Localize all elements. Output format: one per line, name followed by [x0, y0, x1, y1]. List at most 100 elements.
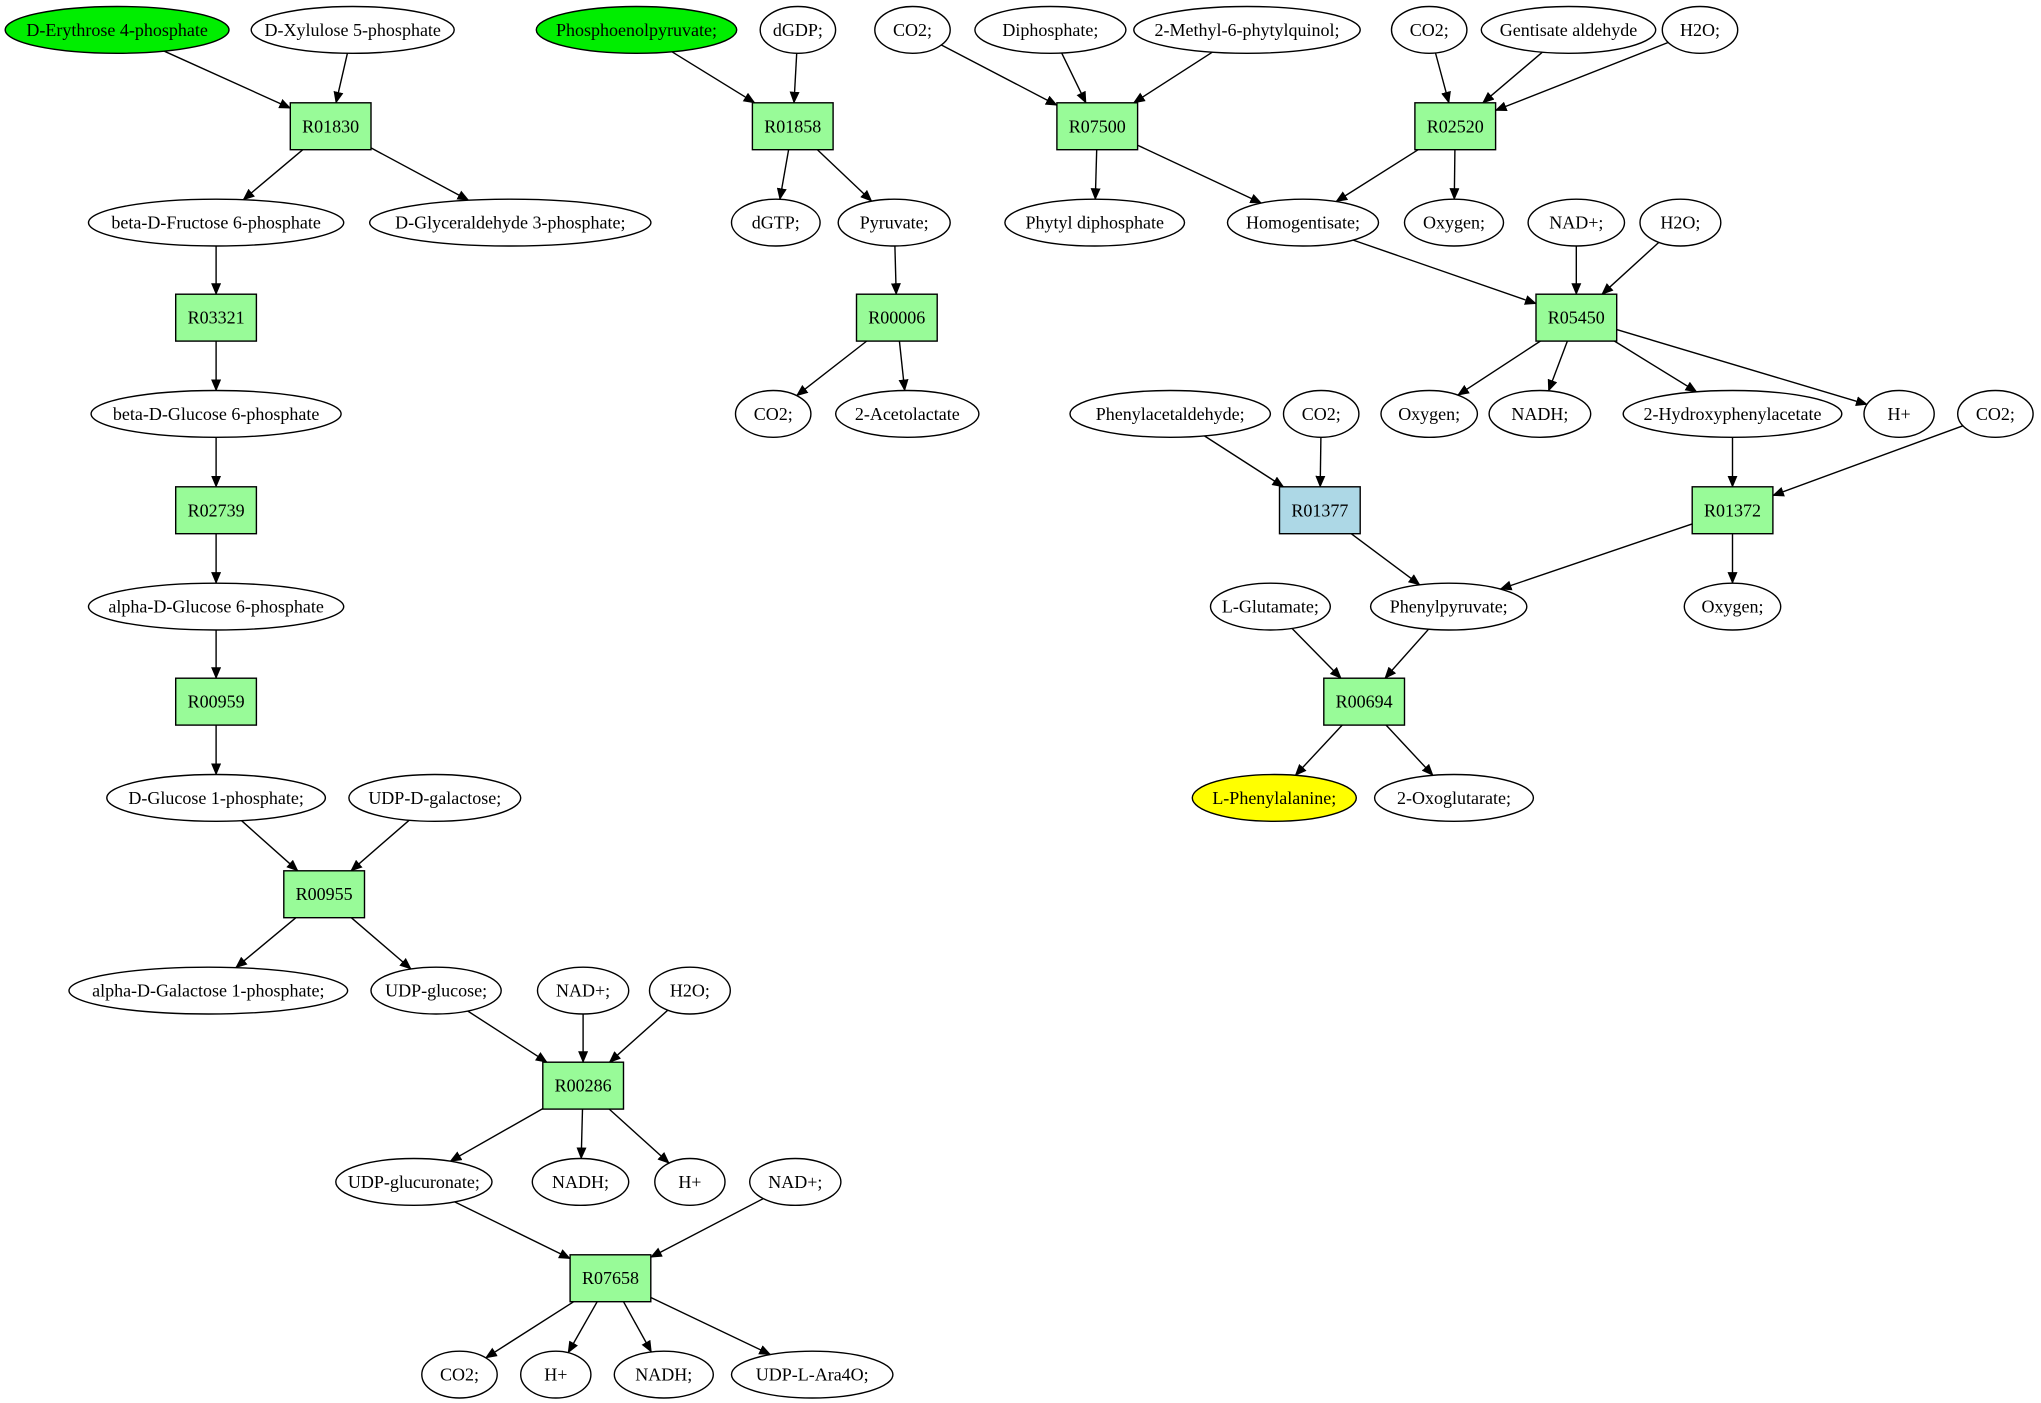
node-label: Gentisate aldehyde: [1500, 20, 1637, 40]
compound-ellipse: [87, 582, 345, 631]
node-label: Phytyl diphosphate: [1025, 213, 1164, 233]
node-label: H2O;: [1680, 20, 1720, 40]
compound-node-c49: UDP-L-Ara4O;: [730, 1350, 894, 1399]
edge-r14-to-c42: [449, 1107, 544, 1162]
edge-r7-to-c25: [1457, 340, 1541, 396]
compound-node-c22: 2-Acetolactate: [835, 389, 980, 438]
compound-node-c13: dGTP;: [730, 198, 821, 247]
node-label: R01830: [302, 116, 359, 136]
node-label: R01377: [1291, 500, 1348, 520]
node-label: R07500: [1069, 116, 1126, 136]
node-label: alpha-D-Glucose 6-phosphate: [108, 597, 323, 617]
compound-ellipse: [535, 5, 738, 54]
edge-c6-to-r3: [1061, 52, 1087, 104]
compound-node-c1: D-Erythrose 4-phosphate: [4, 5, 230, 54]
node-label: NADH;: [552, 1172, 609, 1192]
compound-node-c18: NAD+;: [1527, 198, 1626, 247]
node-label: R01372: [1704, 500, 1761, 520]
compound-ellipse: [1683, 582, 1782, 631]
compound-node-c39: UDP-glucose;: [370, 966, 502, 1015]
compound-node-c31: L-Glutamate;: [1209, 582, 1332, 631]
node-label: dGDP;: [773, 20, 823, 40]
compound-ellipse: [368, 198, 652, 247]
compound-ellipse: [974, 5, 1127, 54]
compound-ellipse: [1373, 773, 1535, 822]
node-label: Oxygen;: [1423, 213, 1485, 233]
compound-node-c34: D-Glucose 1-phosphate;: [106, 773, 327, 822]
node-label: Oxygen;: [1398, 404, 1460, 424]
edge-r4-to-c16: [1335, 149, 1419, 203]
compound-node-c6: Diphosphate;: [974, 5, 1127, 54]
compound-node-c25: Oxygen;: [1380, 389, 1479, 438]
edge-c35-to-r13: [350, 819, 410, 872]
compound-ellipse: [1403, 198, 1505, 247]
node-label: H2O;: [1660, 213, 1700, 233]
edge-r1-to-c12: [370, 147, 470, 201]
node-label: CO2;: [893, 20, 932, 40]
compound-ellipse: [1209, 582, 1332, 631]
edge-r4-to-c17: [1449, 149, 1460, 201]
compound-ellipse: [730, 1350, 894, 1399]
compound-ellipse: [1191, 773, 1358, 822]
compound-node-c23: Phenylacetaldehyde;: [1069, 389, 1272, 438]
reaction-box: [542, 1061, 625, 1110]
node-label: UDP-D-galactose;: [368, 788, 501, 808]
edge-c4-to-r2: [789, 53, 800, 104]
node-label: R00959: [188, 692, 245, 712]
reaction-node-r15: R07658: [569, 1254, 652, 1303]
compound-ellipse: [531, 1157, 630, 1206]
compound-node-c44: H+: [654, 1157, 726, 1206]
compound-node-c20: beta-D-Glucose 6-phosphate: [90, 389, 342, 438]
edge-c1-to-r1: [164, 50, 292, 109]
compound-ellipse: [1004, 198, 1186, 247]
compound-node-c29: CO2;: [1957, 389, 2034, 438]
node-label: NADH;: [635, 1365, 692, 1385]
compound-ellipse: [654, 1157, 726, 1206]
compound-ellipse: [749, 1157, 842, 1206]
node-label: Homogentisate;: [1246, 213, 1360, 233]
edge-c34-to-r13: [241, 820, 299, 872]
node-label: R01858: [764, 116, 821, 136]
edge-r2-to-c13: [776, 149, 790, 201]
compound-node-c27: 2-Hydroxyphenylacetate: [1622, 389, 1843, 438]
compound-ellipse: [1390, 5, 1468, 54]
node-label: L-Glutamate;: [1222, 597, 1319, 617]
compound-ellipse: [1069, 389, 1272, 438]
compound-node-c42: UDP-glucuronate;: [335, 1157, 493, 1206]
compound-node-c24: CO2;: [1282, 389, 1360, 438]
reaction-box: [289, 102, 372, 151]
compound-ellipse: [1639, 198, 1722, 247]
reaction-node-r2: R01858: [751, 102, 834, 151]
compound-node-c40: NAD+;: [536, 966, 630, 1015]
reaction-box: [1414, 102, 1497, 151]
node-label: Phenylpyruvate;: [1390, 597, 1508, 617]
reaction-box: [1691, 486, 1774, 535]
node-label: 2-Acetolactate: [855, 404, 960, 424]
node-label: R02520: [1427, 116, 1484, 136]
node-label: CO2;: [440, 1365, 479, 1385]
node-label: NAD+;: [768, 1172, 822, 1192]
compound-ellipse: [1380, 389, 1479, 438]
node-label: Phenylacetaldehyde;: [1096, 404, 1245, 424]
node-label: H+: [678, 1172, 701, 1192]
compound-node-c12: D-Glyceraldehyde 3-phosphate;: [368, 198, 652, 247]
edge-r9-to-c32: [1350, 533, 1421, 586]
reaction-node-r6: R00006: [855, 293, 938, 342]
edge-c8-to-r4: [1434, 52, 1451, 104]
node-label: NAD+;: [556, 981, 610, 1001]
compound-ellipse: [734, 389, 812, 438]
node-label: CO2;: [754, 404, 793, 424]
edge-r7-to-c27: [1613, 340, 1698, 393]
edges-layer: [164, 41, 1964, 1359]
edge-c39-to-r14: [467, 1010, 548, 1063]
node-label: alpha-D-Galactose 1-phosphate;: [92, 981, 324, 1001]
compound-ellipse: [759, 5, 837, 54]
node-label: NADH;: [1511, 404, 1568, 424]
edge-c41-to-r14: [608, 1009, 669, 1063]
compound-ellipse: [106, 773, 327, 822]
compound-node-c14: Pyruvate;: [837, 198, 951, 247]
node-label: H+: [1888, 404, 1911, 424]
edge-c2-to-r1: [333, 53, 349, 104]
reaction-box: [1056, 102, 1139, 151]
